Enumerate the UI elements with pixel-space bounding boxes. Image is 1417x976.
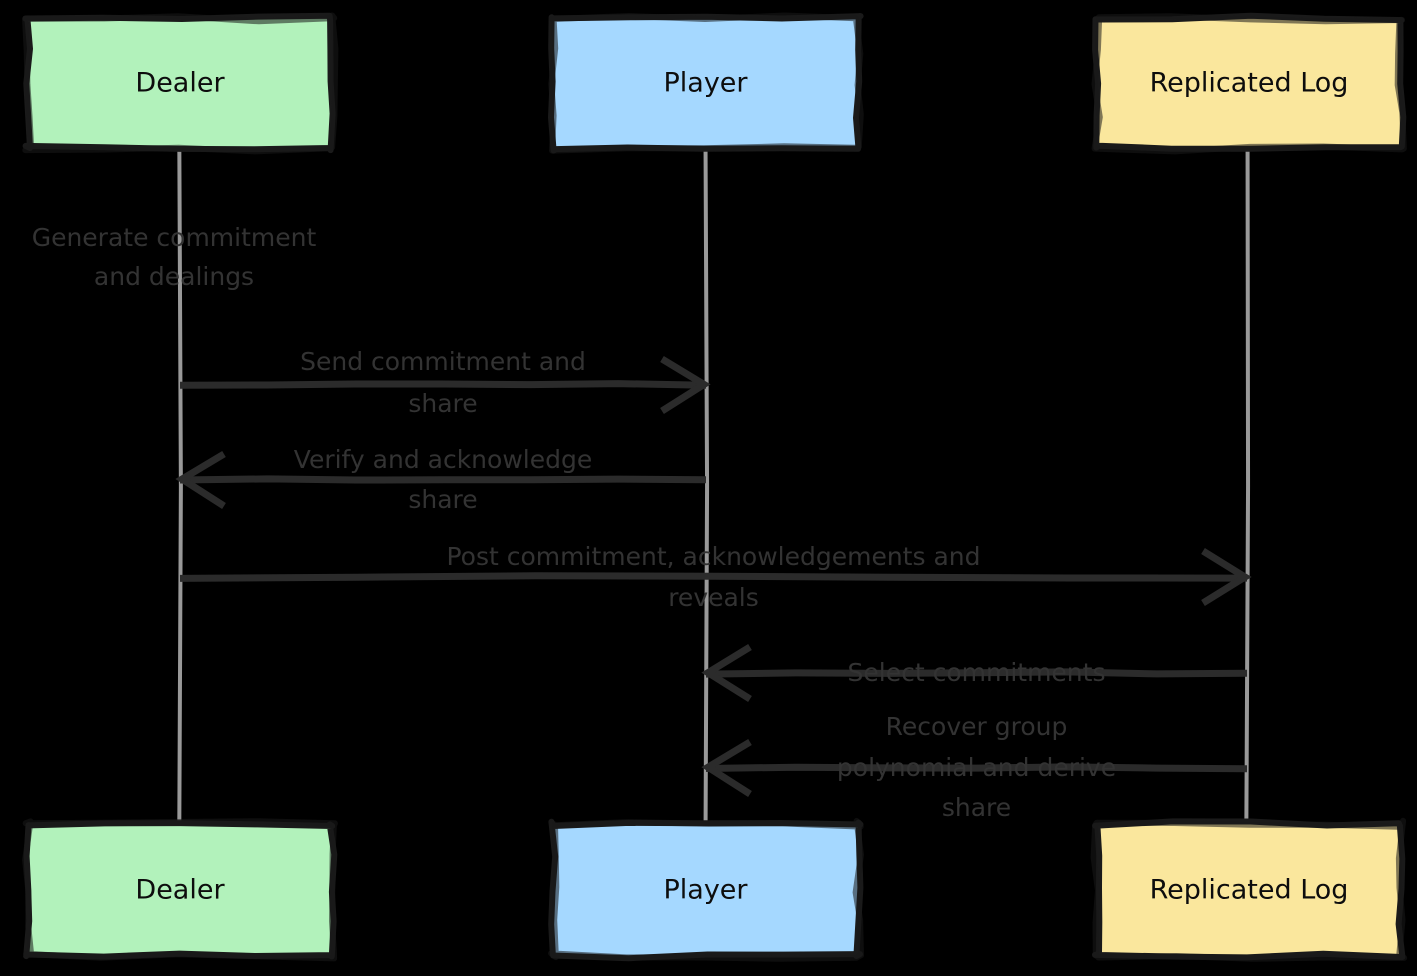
message-label-msg-recover-group-polynomial-line-1: Recover group	[886, 712, 1068, 741]
message-label-msg-post-commitment-line-2: reveals	[668, 583, 759, 612]
actor-box-outline2-dealer-bottom	[22, 818, 338, 962]
actor-label-player-top: Player	[663, 68, 748, 99]
message-line-msg-post-commitment	[179, 572, 1248, 582]
note-label-note-generate-line-2: and dealings	[94, 262, 254, 291]
actor-label-replicated-log-top: Replicated Log	[1150, 68, 1349, 99]
arrowhead-msg-send-commitment	[660, 356, 711, 414]
actor-box-outline2-replicated-log-bottom	[1090, 817, 1408, 962]
lifeline-replicated-log	[1244, 147, 1251, 825]
note-note-generate: Generate commitment and dealings	[32, 223, 317, 291]
actor-box-outline2-player-bottom	[548, 817, 864, 962]
top-actor-boxes-group: Dealer Player Replicated Log	[22, 12, 1407, 155]
actor-box-outline2-player-top	[548, 12, 864, 154]
actor-label-dealer-top: Dealer	[135, 68, 225, 99]
arrowhead-msg-select-commitments	[701, 644, 752, 702]
message-label-msg-recover-group-polynomial-line-3: share	[942, 793, 1011, 822]
actor-box-outline2-dealer-top	[22, 12, 339, 155]
actor-label-replicated-log-bottom: Replicated Log	[1150, 875, 1349, 906]
actor-box-dealer-bottom[interactable]: Dealer	[22, 818, 338, 962]
message-label-msg-recover-group-polynomial-line-2: polynomial and derive	[837, 753, 1116, 782]
message-label-msg-verify-ack-line-2: share	[408, 485, 477, 514]
actor-box-fill-player-bottom	[553, 824, 858, 956]
message-line-msg-send-commitment	[179, 380, 707, 389]
lifeline-dealer	[177, 147, 183, 825]
message-msg-recover-group-polynomial[interactable]: Recover group polynomial and derive share	[701, 712, 1248, 822]
message-msg-verify-ack[interactable]: Verify and acknowledge share	[175, 445, 707, 514]
message-msg-send-commitment[interactable]: Send commitment and share	[179, 347, 711, 418]
actor-box-fill-dealer-bottom	[28, 824, 332, 956]
message-label-msg-post-commitment-line-1: Post commitment, acknowledgements and	[447, 542, 981, 571]
message-label-msg-verify-ack-line-1: Verify and acknowledge	[294, 445, 592, 474]
message-line-msg-select-commitments	[705, 668, 1248, 678]
arrowhead-msg-verify-ack	[175, 450, 226, 509]
actor-box-fill-replicated-log-bottom	[1097, 824, 1401, 956]
notes-group: Generate commitment and dealings	[32, 223, 317, 291]
note-label-note-generate-line-1: Generate commitment	[32, 223, 317, 252]
actor-box-replicated-log-bottom[interactable]: Replicated Log	[1090, 817, 1408, 962]
actor-label-player-bottom: Player	[663, 875, 748, 906]
bottom-actor-boxes-group: Dealer Player Replicated Log	[22, 817, 1408, 962]
arrowhead-msg-post-commitment	[1201, 548, 1252, 606]
message-label-msg-select-commitments-line-1: Select commitments	[848, 658, 1106, 687]
actor-box-player-top[interactable]: Player	[548, 12, 864, 154]
actor-label-dealer-bottom: Dealer	[135, 875, 225, 906]
actor-box-fill-dealer-top	[28, 18, 332, 148]
actor-box-outline2-replicated-log-top	[1091, 13, 1407, 155]
actor-box-fill-player-top	[553, 18, 858, 148]
actor-box-fill-replicated-log-top	[1097, 18, 1401, 148]
message-label-msg-send-commitment-line-1: Send commitment and	[300, 347, 586, 376]
actor-box-player-bottom[interactable]: Player	[548, 817, 864, 962]
message-msg-post-commitment[interactable]: Post commitment, acknowledgements and rev…	[179, 542, 1252, 612]
message-line-msg-recover-group-polynomial	[705, 763, 1248, 773]
lifelines-group	[177, 147, 1251, 825]
lifeline-player	[703, 147, 710, 825]
actor-box-dealer-top[interactable]: Dealer	[22, 12, 339, 155]
message-line-msg-verify-ack	[179, 475, 707, 484]
message-label-msg-send-commitment-line-2: share	[408, 389, 477, 418]
actor-box-replicated-log-top[interactable]: Replicated Log	[1091, 12, 1407, 155]
arrowhead-msg-recover-group-polynomial	[701, 738, 752, 797]
message-msg-select-commitments[interactable]: Select commitments	[701, 644, 1248, 702]
